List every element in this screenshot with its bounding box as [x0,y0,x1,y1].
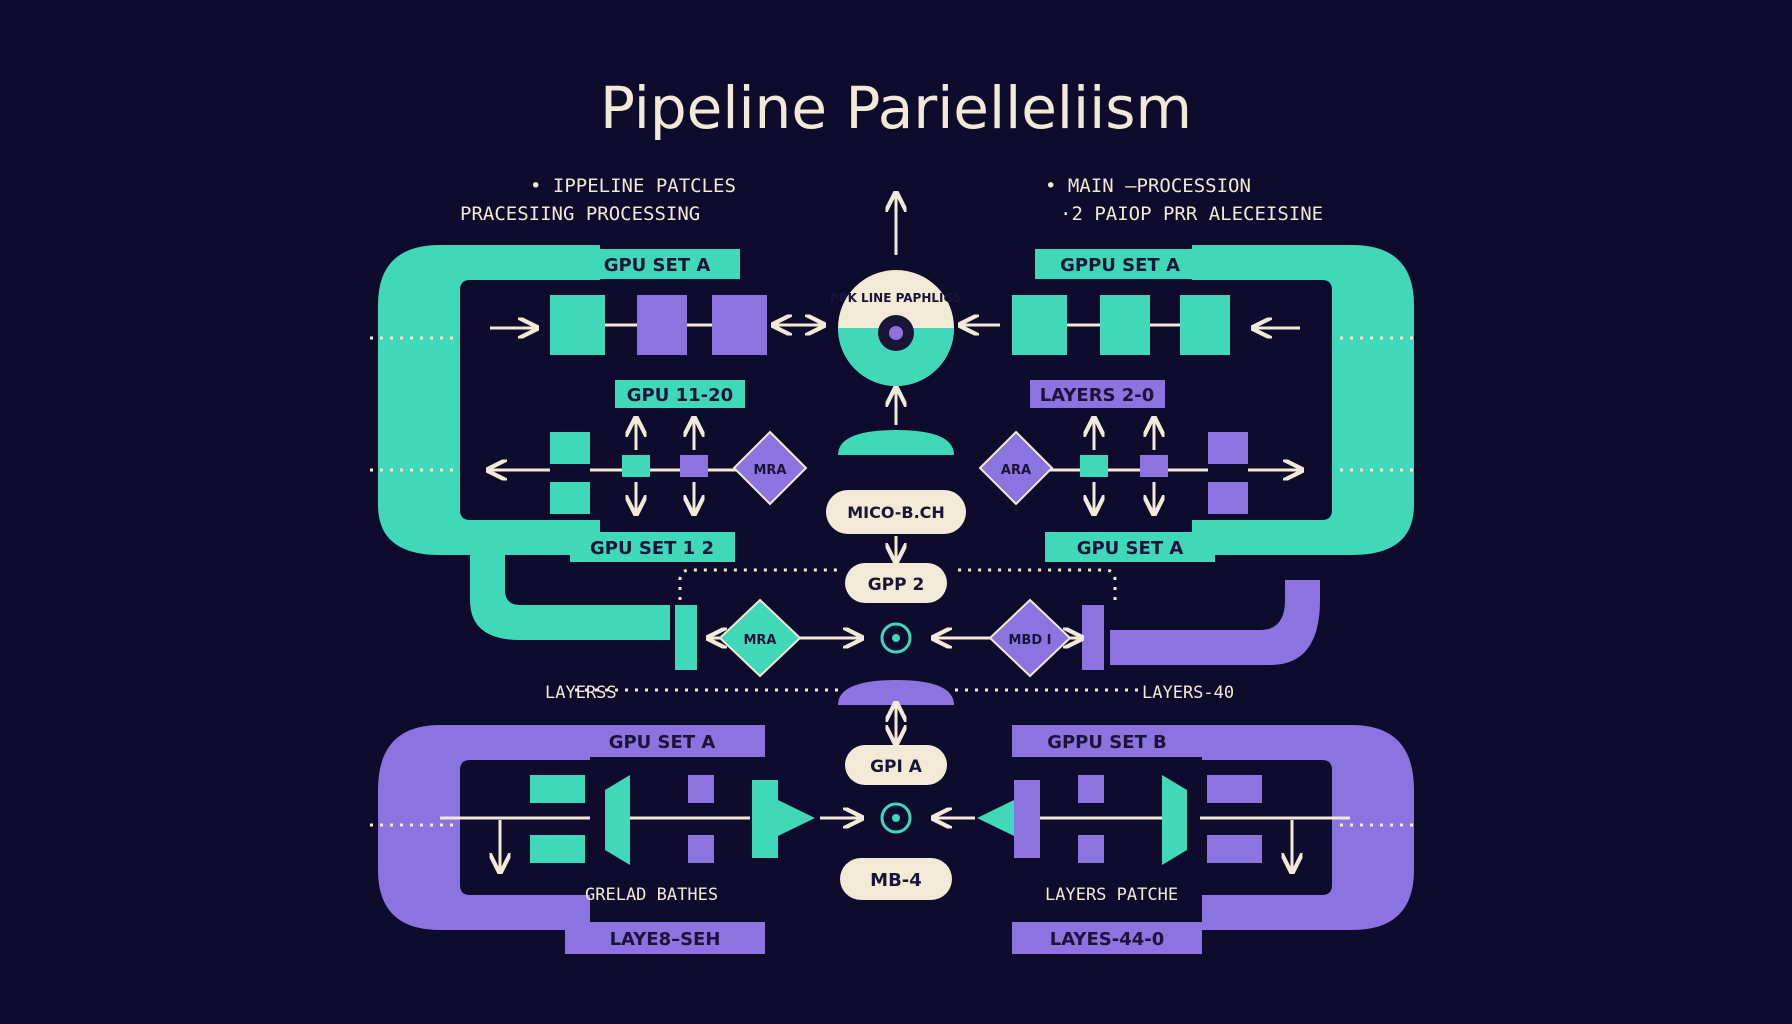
label-bar-upper-left-top: GPU SET A [575,249,740,279]
upper-left-pipe [378,245,670,640]
label-upper-right-top: GPPU SET A [1060,255,1180,276]
upper-right-layer-blocks [962,295,1300,355]
dotted-connectors [370,336,1420,827]
diamond-mid-left-label: MRA [743,633,776,648]
pill-gpp2-label: GPP 2 [868,575,925,595]
label-bar-upper-left-bottom: GPU SET 1 2 [570,532,735,562]
pill-gpp2: GPP 2 [845,563,947,603]
upper-left-layer-blocks [490,295,822,355]
label-bar-lower-left-top: GPU SET A [560,725,765,757]
note-top-left-1: • IPPELINE PATCLES [530,175,736,197]
upper-left-mid-blocks [490,420,740,514]
label-bar-lower-left-bottom: LAYE8–SEH [565,922,765,954]
note-top-right-1: • MAIN –PROCESSION [1045,175,1251,197]
label-bar-upper-right-top: GPPU SET A [1035,249,1205,279]
page-title: Pipeline Parielleliism [600,74,1192,142]
label-bar-upper-right-bottom: GPU SET A [1045,532,1215,562]
middle-row [675,598,1104,705]
label-lower-right-bottom: LAYES-44-0 [1050,929,1165,950]
pill-gpia: GPI A [845,745,947,785]
label-bar-lower-right-top: GPPU SET B [1012,725,1202,757]
pipeline-hub: PPK LINE PAPHLIGS [830,195,962,455]
pill-gpia-label: GPI A [870,757,923,777]
lower-right-blocks [935,775,1350,870]
label-lower-right-top: GPPU SET B [1047,732,1167,753]
label-lower-left-bottom: LAYE8–SEH [610,929,721,950]
pill-micro-batch-label: MICO-B.CH [847,503,945,522]
label-upper-left-top: GPU SET A [604,255,711,276]
diamond-upper-left: MRA [732,430,808,506]
pill-mb4-label: MB-4 [870,870,922,891]
diamond-upper-right-label: ARA [1001,463,1031,478]
upper-right-mid-blocks [1050,420,1300,514]
label-upper-right-mid: LAYERS 2-0 [1040,385,1155,406]
upper-right-pipe [1110,245,1414,665]
side-label-left: LAYERSS [545,683,617,703]
label-upper-left-bottom: GPU SET 1 2 [590,538,714,559]
diamond-mid-right-label: MBD I [1009,633,1052,648]
lower-left-blocks [440,775,860,870]
label-bar-upper-left-mid: GPU 11-20 [615,380,745,408]
label-bar-upper-right-mid: LAYERS 2-0 [1030,380,1165,408]
label-upper-right-bottom: GPU SET A [1077,538,1184,559]
note-top-right-2: ·2 PAIOP PRR ALECEISINE [1060,203,1323,225]
label-bar-lower-right-bottom: LAYES-44-0 [1012,922,1202,954]
pill-micro-batch: MICO-B.CH [826,490,966,534]
lower-right-pipe [1202,725,1414,930]
lower-left-pipe [378,725,590,930]
note-top-left-2: PRACESIING PROCESSING [460,203,700,225]
diamond-upper-right: ARA [978,430,1054,506]
hub-label: PPK LINE PAPHLIGS [830,291,962,305]
label-lower-left-mid: GRELAD BATHES [585,885,718,905]
lower-center-node [880,802,912,834]
label-lower-left-top: GPU SET A [609,732,716,753]
label-upper-left-mid: GPU 11-20 [627,385,733,406]
pill-mb4: MB-4 [840,858,952,900]
label-lower-right-mid: LAYERS PATCHE [1045,885,1178,905]
diamond-upper-left-label: MRA [753,463,786,478]
side-label-right: LAYERS-40 [1142,683,1234,703]
